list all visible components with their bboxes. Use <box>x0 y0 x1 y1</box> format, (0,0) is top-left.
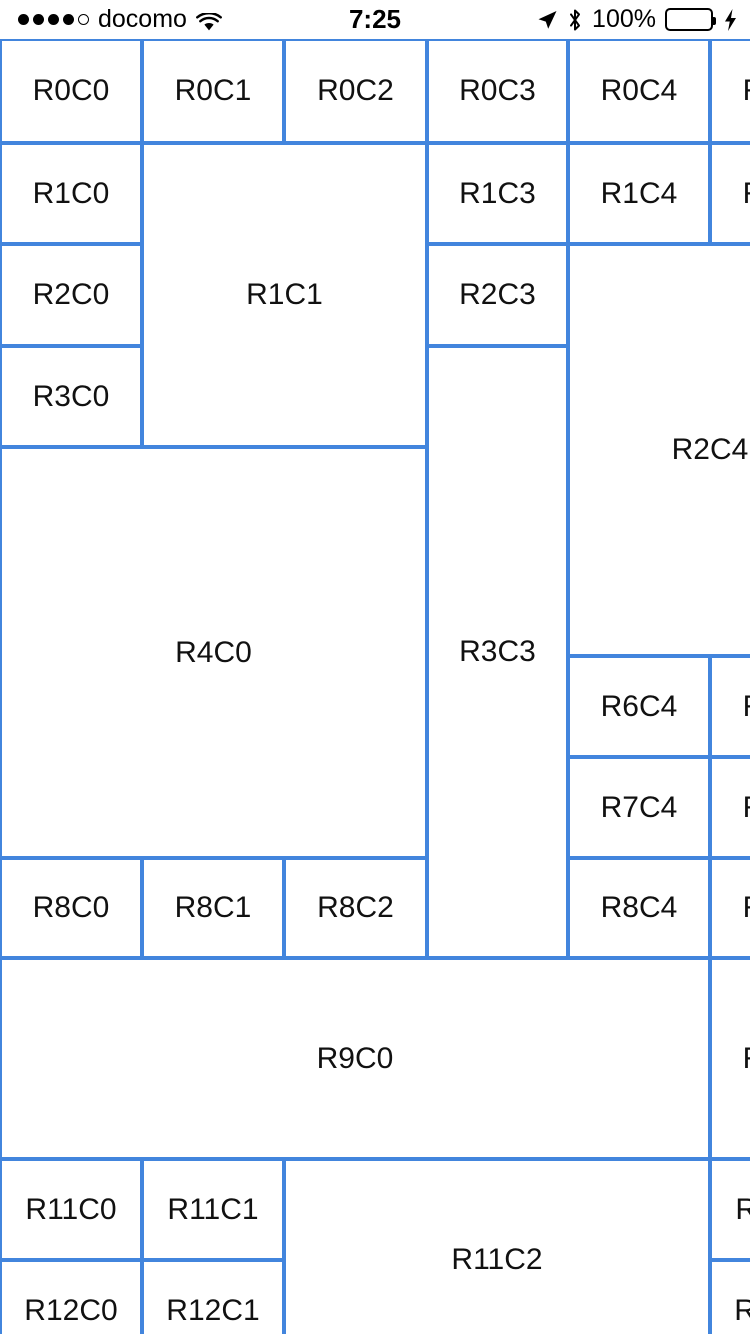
grid-cell-r11c1[interactable]: R11C1 <box>142 1159 284 1260</box>
carrier-label: docomo <box>98 5 187 33</box>
grid-cell-label: R0C1 <box>174 74 252 107</box>
grid-cell-label: R11C1 <box>167 1192 259 1226</box>
grid-cell-label: R3C3 <box>459 635 536 668</box>
signal-dot <box>63 14 74 25</box>
grid-cell-r6c5[interactable]: R6C5 <box>710 656 750 757</box>
grid-cell-label: R8C4 <box>600 891 678 924</box>
clock-label: 7:25 <box>348 4 402 34</box>
grid-cell-r0c2[interactable]: R0C2 <box>284 39 427 143</box>
signal-dot <box>78 14 89 25</box>
grid-cell-label: R8C2 <box>317 891 394 924</box>
signal-dot <box>33 14 44 25</box>
grid-cell-r12c1[interactable]: R12C1 <box>142 1260 284 1334</box>
grid-cell-label: R8C1 <box>174 891 252 924</box>
grid-cell-label: R7C5 <box>743 792 750 823</box>
grid-cell-r8c0[interactable]: R8C0 <box>0 858 142 958</box>
grid-cell-label: R2C4 <box>671 433 749 466</box>
grid-cell-r3c0[interactable]: R3C0 <box>0 346 142 447</box>
grid-cell-r7c5[interactable]: R7C5 <box>710 757 750 858</box>
grid-cell-r1c0[interactable]: R1C0 <box>0 143 142 244</box>
grid-cell-label: R11C0 <box>25 1192 117 1226</box>
grid-cell-label: R1C1 <box>246 278 323 311</box>
grid-cell-label: R8C0 <box>32 891 110 924</box>
grid-cell-r1c5[interactable]: R1C5 <box>710 143 750 244</box>
grid-cell-label: R0C5 <box>743 76 750 106</box>
battery-percent-label: 100% <box>592 5 656 33</box>
grid-cell-label: R11C5 <box>735 1194 750 1225</box>
grid-cell-r2c0[interactable]: R2C0 <box>0 244 142 346</box>
grid-cell-label: R0C4 <box>600 74 678 107</box>
status-bar-left: docomo <box>18 0 222 39</box>
grid-cell-label: R11C2 <box>451 1243 543 1276</box>
signal-strength-icon <box>18 14 89 25</box>
wifi-icon <box>196 10 222 31</box>
grid-cell-r0c4[interactable]: R0C4 <box>568 39 710 143</box>
grid-cell-r6c4[interactable]: R6C4 <box>568 656 710 757</box>
grid-cell-r2c3[interactable]: R2C3 <box>427 244 568 346</box>
grid-cell-label: R0C2 <box>317 74 394 107</box>
grid-cell-r11c0[interactable]: R11C0 <box>0 1159 142 1260</box>
grid-cell-r12c5[interactable]: R12C5 <box>710 1260 750 1334</box>
grid-cell-r9c5[interactable]: R9C5 <box>710 958 750 1159</box>
grid-cell-label: R3C0 <box>32 379 110 413</box>
grid-cell-r0c1[interactable]: R0C1 <box>142 39 284 143</box>
grid-cell-label: R2C0 <box>32 278 110 311</box>
grid-cell-label: R12C5 <box>734 1295 750 1326</box>
grid-cell-r4c0[interactable]: R4C0 <box>0 447 427 858</box>
status-bar: docomo 7:25 100% <box>0 0 750 39</box>
grid-cell-label: R6C4 <box>600 689 678 723</box>
battery-nub <box>713 17 716 25</box>
grid-cell-label: R1C3 <box>459 176 536 210</box>
grid-cell-label: R9C0 <box>316 1041 394 1075</box>
grid-cell-r2c4[interactable]: R2C4 <box>568 244 750 656</box>
grid-cell-r0c5[interactable]: R0C5 <box>710 39 750 143</box>
status-bar-center: 7:25 <box>0 0 750 39</box>
grid-cell-r1c3[interactable]: R1C3 <box>427 143 568 244</box>
grid-cell-label: R4C0 <box>175 635 252 669</box>
status-bar-right: 100% <box>536 0 738 39</box>
grid-cell-label: R0C0 <box>32 74 110 107</box>
grid-cell-r8c1[interactable]: R8C1 <box>142 858 284 958</box>
grid-cell-label: R0C3 <box>459 74 536 107</box>
grid-cell-r1c4[interactable]: R1C4 <box>568 143 710 244</box>
battery-icon <box>665 8 716 31</box>
grid-cell-r7c4[interactable]: R7C4 <box>568 757 710 858</box>
grid-cell-r0c3[interactable]: R0C3 <box>427 39 568 143</box>
signal-dot <box>48 14 59 25</box>
grid-cell-r9c0[interactable]: R9C0 <box>0 958 710 1159</box>
grid-cell-label: R12C1 <box>166 1293 260 1327</box>
grid-cell-label: R8C5 <box>743 893 750 923</box>
grid-cell-r11c5[interactable]: R11C5 <box>710 1159 750 1260</box>
grid-cell-label: R7C4 <box>600 790 678 824</box>
grid-cell-r11c2[interactable]: R11C2 <box>284 1159 710 1334</box>
grid-cell-r8c2[interactable]: R8C2 <box>284 858 427 958</box>
grid-cell-label: R1C5 <box>743 178 750 209</box>
grid-cell-label: R1C4 <box>600 176 678 210</box>
grid-cell-label: R6C5 <box>743 691 750 722</box>
grid-cell-r0c0[interactable]: R0C0 <box>0 39 142 143</box>
grid-cell-r12c0[interactable]: R12C0 <box>0 1260 142 1334</box>
lightning-bolt-icon <box>723 8 738 32</box>
grid-container[interactable]: R0C0 R0C1 R0C2 R0C3 R0C4 R0C5R1C0R1C1 R1C3 R1C4… <box>0 39 750 1334</box>
grid-cell-label: R9C5 <box>743 1043 750 1074</box>
bluetooth-icon <box>567 8 583 32</box>
grid-cell-label: R1C0 <box>32 176 110 210</box>
grid-cell-label: R12C0 <box>24 1293 118 1327</box>
grid-cell-r1c1[interactable]: R1C1 <box>142 143 427 447</box>
signal-dot <box>18 14 29 25</box>
grid-cell-r8c5[interactable]: R8C5 <box>710 858 750 958</box>
grid-cell-label: R2C3 <box>459 278 536 311</box>
grid-cell-r3c3[interactable]: R3C3 <box>427 346 568 958</box>
location-arrow-icon <box>536 9 558 31</box>
grid-cell-r8c4[interactable]: R8C4 <box>568 858 710 958</box>
